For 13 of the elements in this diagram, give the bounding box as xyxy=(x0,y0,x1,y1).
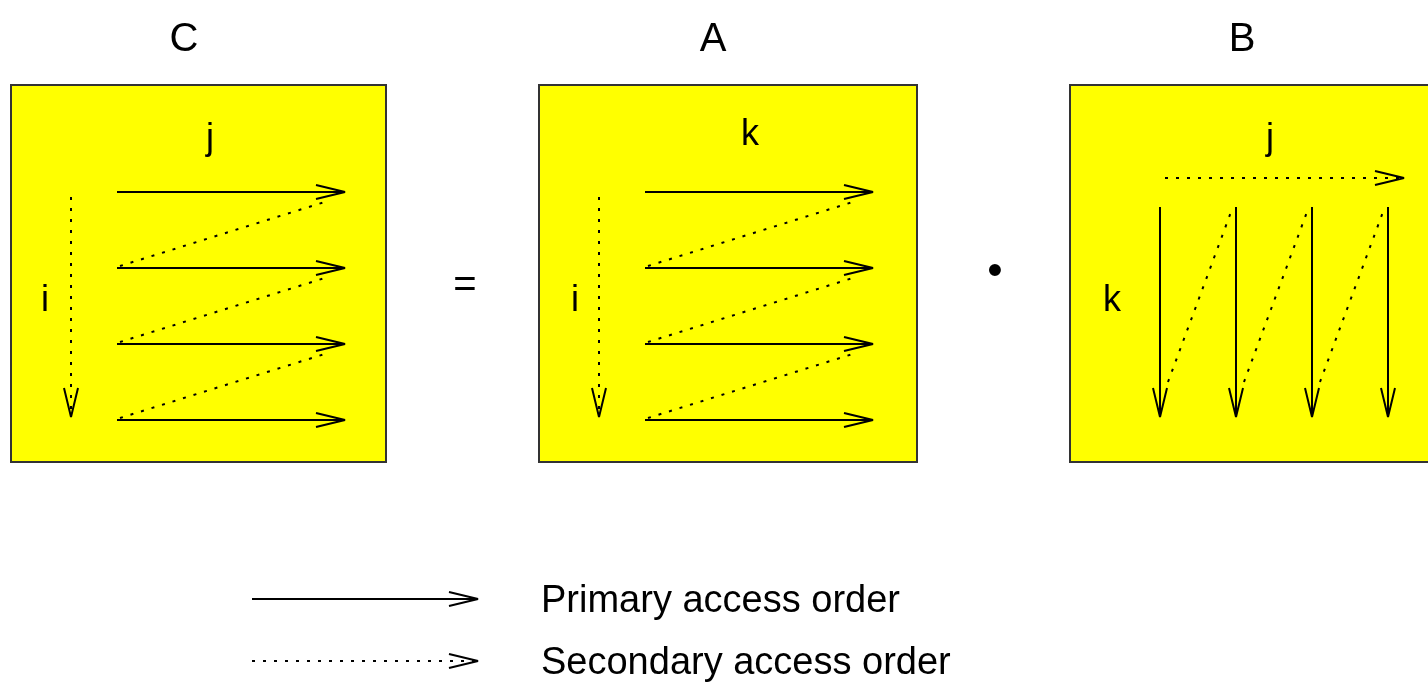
index-label: k xyxy=(1103,281,1121,317)
index-label: k xyxy=(741,115,759,151)
legend-text: Secondary access order xyxy=(541,642,951,680)
index-label: i xyxy=(41,281,49,317)
equals-sign: = xyxy=(453,263,477,303)
legend-text: Primary access order xyxy=(541,580,900,618)
matrix-label: B xyxy=(1228,17,1256,57)
index-label: i xyxy=(571,281,579,317)
matrix-label: A xyxy=(699,17,727,57)
matrix-label: C xyxy=(169,17,199,57)
index-label: j xyxy=(206,119,214,155)
index-label: j xyxy=(1266,119,1274,155)
multiplication-dot: • xyxy=(987,248,1003,292)
